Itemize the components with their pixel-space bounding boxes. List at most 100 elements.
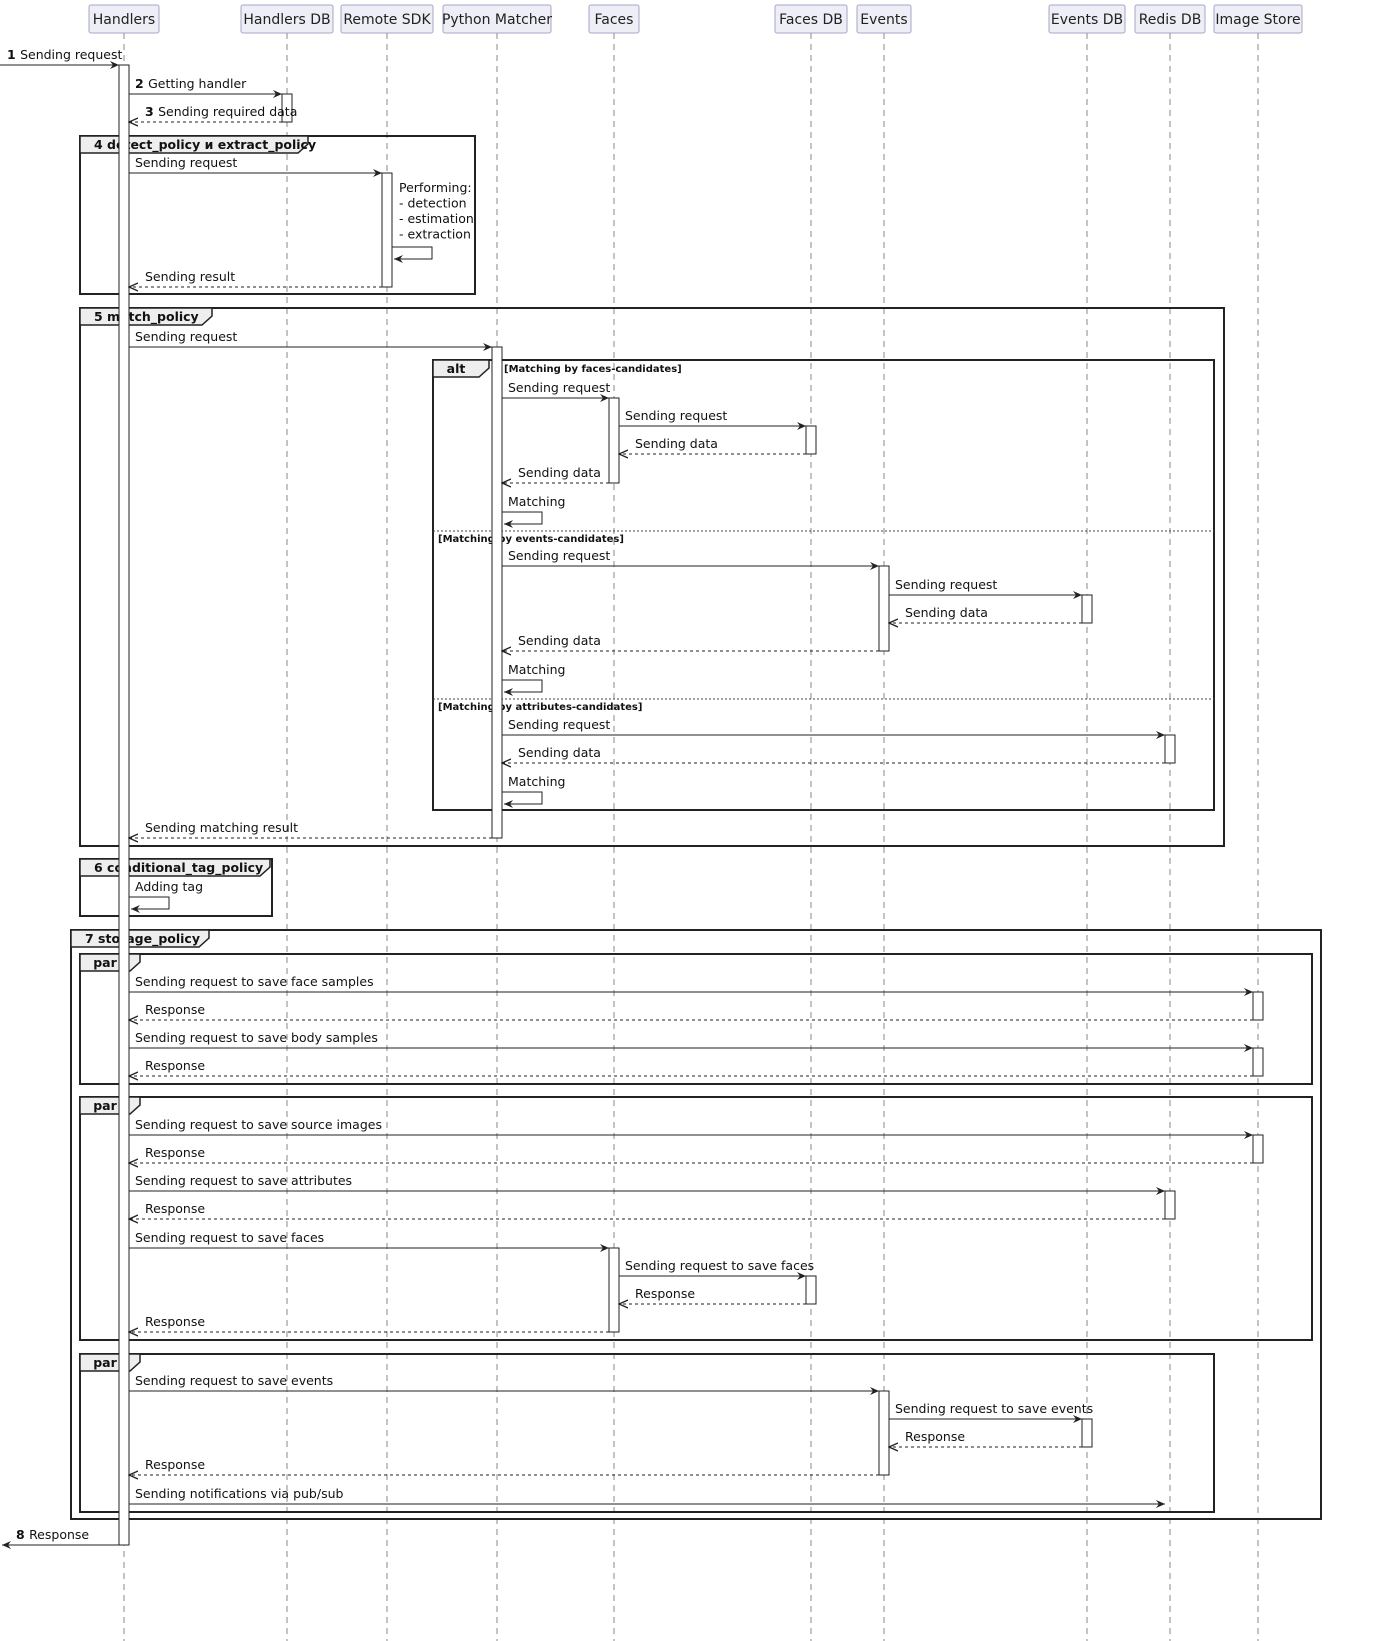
message-label: Sending data bbox=[518, 633, 601, 648]
fragment-7-storage-policy: 7 storage_policy bbox=[70, 929, 1322, 1520]
participant-image-store: Image Store bbox=[1213, 4, 1303, 34]
fragment-frame bbox=[79, 307, 1225, 847]
participant-redis-db: Redis DB bbox=[1134, 4, 1206, 34]
message-label: Sending request to save face samples bbox=[135, 974, 374, 989]
message-text: Sending request to save face samples bbox=[135, 974, 374, 989]
message-label: Response bbox=[145, 1201, 205, 1216]
message-text: Sending data bbox=[635, 436, 718, 451]
message-6: Sending result bbox=[129, 269, 382, 287]
message-label: Response bbox=[145, 1058, 205, 1073]
message-text: Sending required data bbox=[158, 104, 297, 119]
message-label: Matching bbox=[508, 662, 565, 677]
message-label: Sending request bbox=[135, 155, 237, 170]
message-19: Sending data bbox=[502, 745, 1165, 763]
message-number: 8 bbox=[16, 1527, 29, 1542]
message-label: Response bbox=[145, 1457, 205, 1472]
fragment-4-detect-policy-extract-policy: 4 detect_policy и extract_policy bbox=[79, 135, 476, 295]
message-33: Response bbox=[619, 1286, 806, 1304]
participant-events: Events bbox=[856, 4, 912, 34]
message-9: Sending request bbox=[619, 408, 806, 430]
message-8: Sending request bbox=[502, 380, 610, 402]
fragment-label: par bbox=[93, 1098, 117, 1113]
message-1: 1 Sending request bbox=[0, 47, 122, 69]
participant-faces: Faces bbox=[588, 4, 640, 34]
message-21: Sending matching result bbox=[129, 820, 492, 838]
message-text: Sending request bbox=[508, 548, 610, 563]
fragment-5-match-policy: 5 match_policy bbox=[79, 307, 1225, 847]
message-2: 2 Getting handler bbox=[129, 76, 282, 98]
self-arrow bbox=[129, 896, 170, 913]
participant-box bbox=[1213, 4, 1303, 34]
message-text: Sending data bbox=[905, 605, 988, 620]
fragment-label: 5 match_policy bbox=[94, 309, 199, 325]
message-label: Sending matching result bbox=[145, 820, 298, 835]
message-label: 8 Response bbox=[16, 1527, 89, 1542]
activation-faces-db bbox=[805, 425, 817, 455]
participant-box bbox=[442, 4, 552, 34]
activation-events-db bbox=[1081, 594, 1093, 624]
fragment-guard: [Matching by faces-candidates] bbox=[504, 364, 682, 375]
fragment-label: par bbox=[93, 1355, 117, 1370]
fragment-tab bbox=[70, 929, 210, 948]
activation-image-store bbox=[1252, 1134, 1264, 1164]
message-label: Sending request bbox=[625, 408, 727, 423]
message-14: Sending request bbox=[889, 577, 1082, 599]
message-27: Sending request to save source images bbox=[129, 1117, 1253, 1139]
activation-events bbox=[878, 1390, 890, 1476]
message-label: Sending request bbox=[508, 717, 610, 732]
message-text: Sending request to save attributes bbox=[135, 1173, 352, 1188]
message-text: Sending request bbox=[895, 577, 997, 592]
message-37: Response bbox=[889, 1429, 1082, 1447]
message-text: Response bbox=[905, 1429, 965, 1444]
participant-remote-sdk: Remote SDK bbox=[340, 4, 434, 34]
fragment-tab bbox=[79, 307, 213, 326]
participant-label: Faces DB bbox=[779, 12, 843, 28]
message-text: Sending matching result bbox=[145, 820, 298, 835]
activation-redis-db bbox=[1164, 1190, 1176, 1220]
participant-events-db: Events DB bbox=[1048, 4, 1126, 34]
message-label: Sending request to save faces bbox=[135, 1230, 324, 1245]
message-label: Response bbox=[145, 1002, 205, 1017]
activation-faces bbox=[608, 397, 620, 484]
activation-handlers bbox=[118, 64, 130, 1546]
fragment-tab bbox=[79, 135, 309, 154]
message-26: Response bbox=[129, 1058, 1253, 1076]
message-label: 1 Sending request bbox=[7, 47, 122, 62]
message-text: Response bbox=[145, 1201, 205, 1216]
activation-image-store bbox=[1252, 991, 1264, 1021]
message-text: Sending data bbox=[518, 633, 601, 648]
message-31: Sending request to save faces bbox=[129, 1230, 609, 1252]
message-label: Sending request bbox=[508, 380, 610, 395]
message-label: Sending data bbox=[905, 605, 988, 620]
fragment-frame bbox=[79, 1096, 1313, 1341]
message-12: Matching bbox=[502, 494, 565, 528]
message-text: Response bbox=[29, 1527, 89, 1542]
message-label: Response bbox=[145, 1145, 205, 1160]
fragment-guard: [Matching by attributes-candidates] bbox=[438, 702, 642, 713]
message-text: Sending request to save body samples bbox=[135, 1030, 378, 1045]
message-36: Sending request to save events bbox=[889, 1401, 1093, 1423]
message-text: Sending request to save faces bbox=[135, 1230, 324, 1245]
message-number: 3 bbox=[145, 104, 158, 119]
message-text: Sending request to save events bbox=[895, 1401, 1093, 1416]
message-7: Sending request bbox=[129, 329, 492, 351]
message-17: Matching bbox=[502, 662, 565, 696]
message-label: Sending request to save body samples bbox=[135, 1030, 378, 1045]
participant-box bbox=[588, 4, 640, 34]
message-label: 3 Sending required data bbox=[145, 104, 297, 119]
message-3: 3 Sending required data bbox=[129, 104, 297, 122]
participant-label: Faces bbox=[595, 12, 634, 28]
participant-box bbox=[88, 4, 160, 34]
activation-python-matcher bbox=[491, 346, 503, 839]
message-30: Response bbox=[129, 1201, 1165, 1219]
message-38: Response bbox=[129, 1457, 879, 1475]
self-arrow bbox=[502, 791, 543, 808]
message-11: Sending data bbox=[502, 465, 609, 483]
message-text: Sending result bbox=[145, 269, 235, 284]
message-text: Sending request bbox=[508, 380, 610, 395]
message-label: Adding tag bbox=[135, 879, 203, 894]
message-text: Response bbox=[145, 1145, 205, 1160]
self-arrow bbox=[502, 679, 543, 696]
participant-box bbox=[240, 4, 334, 34]
message-text: Sending notifications via pub/sub bbox=[135, 1486, 344, 1501]
